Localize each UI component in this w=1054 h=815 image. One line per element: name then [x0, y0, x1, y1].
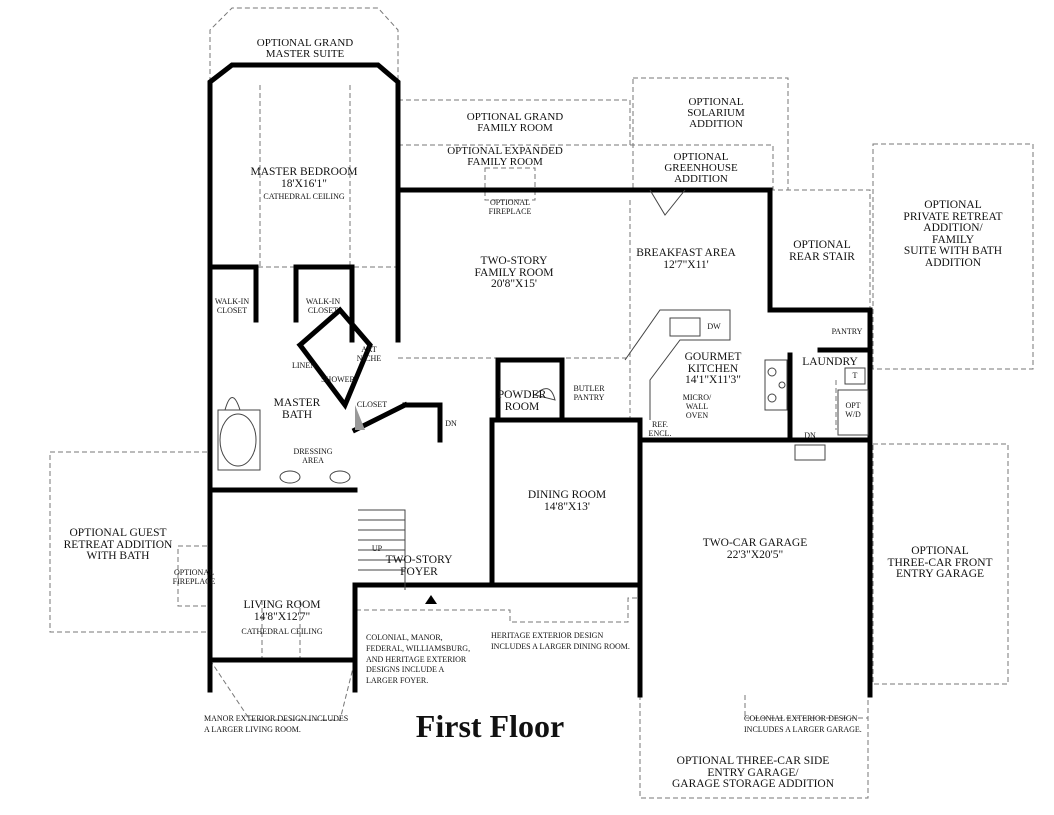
label-powder-room: POWDER ROOM [497, 389, 547, 413]
label-closet: CLOSET [356, 400, 388, 409]
label-linen: LINEN [292, 361, 316, 370]
label-washer-tub: T [852, 371, 858, 380]
note-foyer: COLONIAL, MANOR, FEDERAL, WILLIAMSBURG, … [366, 633, 471, 686]
label-dishwasher: DW [707, 322, 721, 331]
entry-arrow-icon [425, 595, 437, 604]
label-grand-family: OPTIONAL GRAND FAMILY ROOM [466, 111, 564, 134]
label-dressing-area: DRESSING AREA [293, 447, 333, 465]
label-breakfast-area: BREAKFAST AREA 12'7"X11' [636, 247, 736, 271]
label-rear-stair: OPTIONAL REAR STAIR [789, 239, 855, 263]
label-butler-pantry: BUTLER PANTRY [573, 384, 605, 402]
label-pantry: PANTRY [831, 327, 863, 336]
label-master-bedroom: MASTER BEDROOM 18'X16'1" [250, 166, 358, 190]
label-optional-fireplace-2: OPTIONAL FIREPLACE [172, 568, 216, 586]
floor-title: First Floor [415, 708, 565, 744]
label-living-ceiling: CATHEDRAL CEILING [241, 627, 323, 636]
label-walk-in-closet-1: WALK-IN CLOSET [214, 297, 250, 315]
label-garage: TWO-CAR GARAGE 22'3"X20'5" [702, 537, 808, 561]
label-master-bath: MASTER BATH [273, 397, 321, 421]
label-living-room: LIVING ROOM 14'8"X12'7" [243, 599, 321, 623]
label-solarium: OPTIONAL SOLARIUM ADDITION [687, 96, 745, 130]
label-optional-fireplace: OPTIONAL FIREPLACE [488, 198, 532, 216]
note-dining: HERITAGE EXTERIOR DESIGN INCLUDES A LARG… [491, 631, 630, 651]
label-shower: SHOWER [321, 375, 355, 384]
label-opt-wd: OPT W/D [845, 401, 861, 419]
label-art-niche: ART NICHE [356, 345, 382, 363]
label-three-car-side: OPTIONAL THREE-CAR SIDE ENTRY GARAGE/ GA… [671, 755, 835, 790]
label-guest-retreat: OPTIONAL GUEST RETREAT ADDITION WITH BAT… [63, 527, 173, 562]
label-foyer: TWO-STORY FOYER [385, 554, 453, 578]
label-three-car-front: OPTIONAL THREE-CAR FRONT ENTRY GARAGE [887, 545, 993, 580]
fixtures [217, 189, 869, 590]
label-walk-in-closet-2: WALK-IN CLOSET [305, 297, 341, 315]
label-micro-oven: MICRO/ WALL OVEN [682, 393, 712, 420]
walls [207, 62, 873, 698]
shaded-niche [355, 405, 365, 430]
label-greenhouse: OPTIONAL GREENHOUSE ADDITION [664, 151, 738, 185]
label-dn-laundry: DN [804, 431, 816, 440]
note-living: MANOR EXTERIOR DESIGN INCLUDES A LARGER … [204, 714, 349, 734]
label-up: UP [371, 544, 383, 553]
label-kitchen: GOURMET KITCHEN 14'1"X11'3" [684, 351, 742, 386]
note-garage: COLONIAL EXTERIOR DESIGN INCLUDES A LARG… [744, 714, 862, 734]
label-private-retreat: OPTIONAL PRIVATE RETREAT ADDITION/ FAMIL… [903, 199, 1003, 269]
label-dn-stair: DN [445, 419, 457, 428]
label-dining-room: DINING ROOM 14'8"X13' [527, 489, 607, 513]
label-master-ceiling: CATHEDRAL CEILING [263, 192, 345, 201]
label-family-room: TWO-STORY FAMILY ROOM 20'8"X15' [474, 255, 554, 290]
label-ref-encl: REF. ENCL. [648, 420, 672, 438]
label-laundry: LAUNDRY [802, 356, 858, 368]
label-grand-master: OPTIONAL GRAND MASTER SUITE [256, 37, 354, 60]
label-expanded-family: OPTIONAL EXPANDED FAMILY ROOM [447, 145, 563, 168]
